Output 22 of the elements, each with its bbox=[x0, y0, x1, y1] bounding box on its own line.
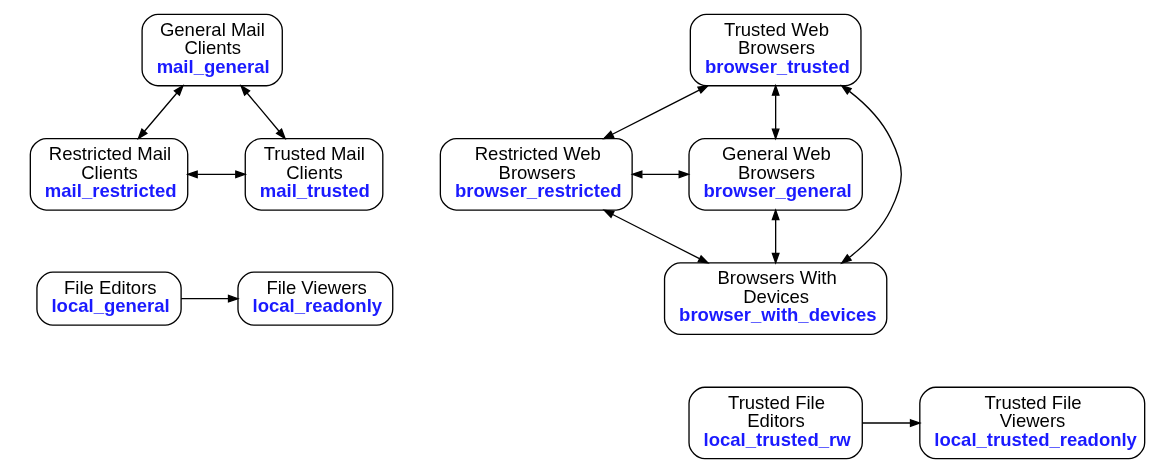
node-box: Browsers With Devices browser_with_devices bbox=[663, 261, 888, 335]
arrow bbox=[630, 169, 691, 178]
arrow bbox=[180, 294, 240, 303]
node-box: Trusted File Editors local_trusted_rw bbox=[688, 386, 863, 459]
node-box: Trusted File Viewers local_trusted_readonly bbox=[919, 386, 1146, 459]
node-box: File Editors local_general bbox=[36, 271, 182, 326]
node-box: General Web Browsers browser_general bbox=[688, 137, 863, 211]
arrow bbox=[602, 208, 710, 264]
arrow bbox=[840, 84, 902, 264]
arrow bbox=[861, 418, 922, 427]
arrow bbox=[185, 169, 248, 178]
arrow bbox=[239, 83, 287, 140]
node-box: Restricted Mail Clients mail_restricted bbox=[29, 137, 189, 211]
arrow bbox=[771, 207, 780, 265]
arrow bbox=[602, 84, 710, 139]
node-box: File Viewers local_readonly bbox=[237, 271, 394, 326]
node-box: Restricted Web Browsers browser_restricted bbox=[439, 137, 633, 211]
node-box: Trusted Mail Clients mail_trusted bbox=[244, 137, 384, 211]
arrow bbox=[771, 83, 780, 140]
arrow bbox=[137, 83, 185, 140]
node-box: General Mail Clients mail_general bbox=[141, 13, 283, 86]
node-box: Trusted Web Browsers browser_trusted bbox=[689, 13, 862, 86]
